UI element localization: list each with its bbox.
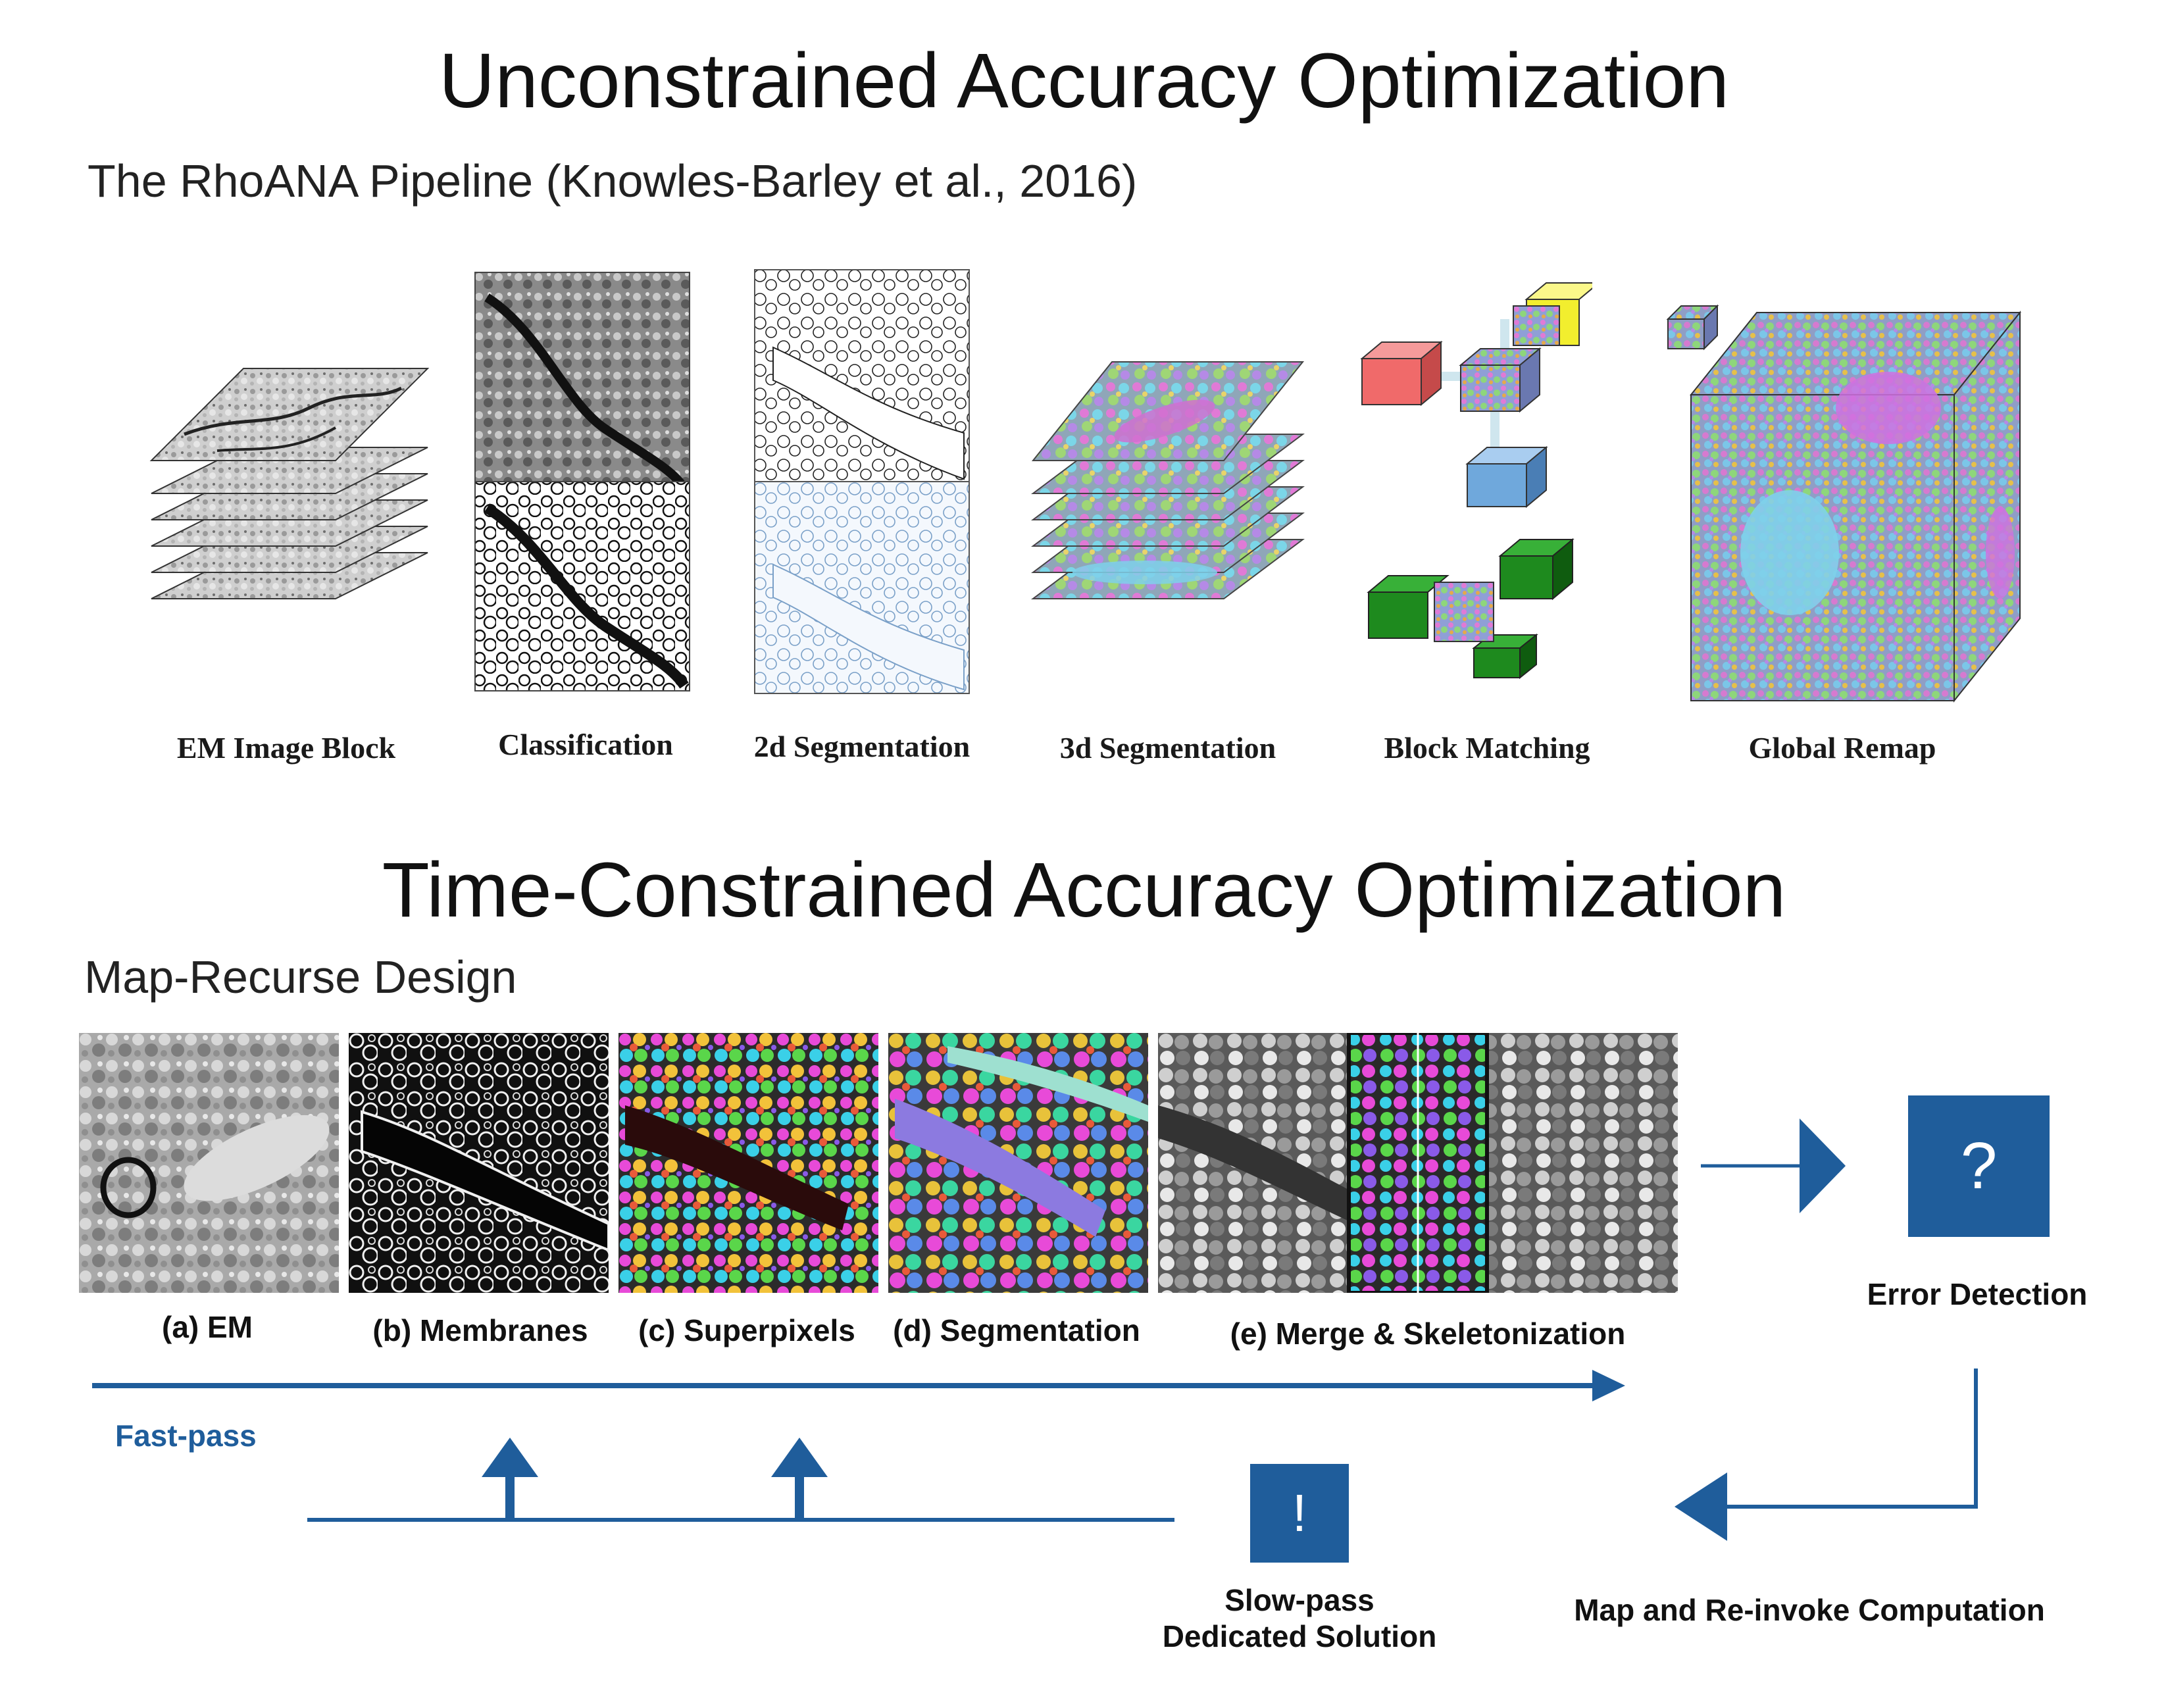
map-reinvoke-label: Map and Re-invoke Computation	[1574, 1593, 2045, 1627]
up-arrow-1-head	[482, 1438, 538, 1477]
bottom-subtitle: Map-Recurse Design	[84, 951, 517, 1003]
panel-label-em: (a) EM	[162, 1310, 253, 1344]
remap-return-line	[1724, 1369, 1978, 1509]
arrow-to-error-head	[1800, 1118, 1846, 1213]
exclamation-icon: !	[1292, 1484, 1307, 1542]
bottom-title: Time-Constrained Accuracy Optimization	[382, 847, 1786, 934]
panel-membranes	[349, 1033, 609, 1293]
stage-label-2d-segmentation: 2d Segmentation	[753, 730, 971, 763]
panel-em	[79, 1033, 339, 1293]
panel-label-merge-skeletonization: (e) Merge & Skeletonization	[1230, 1317, 1626, 1351]
panel-superpixels	[618, 1033, 878, 1293]
stage-label-em-image-block: EM Image Block	[176, 731, 396, 765]
panel-label-superpixels: (c) Superpixels	[638, 1313, 855, 1347]
fast-pass-label: Fast-pass	[115, 1419, 257, 1453]
slow-pass-box: !	[1250, 1464, 1349, 1563]
remap-return-head	[1675, 1472, 1727, 1541]
question-mark-icon: ?	[1960, 1129, 1998, 1203]
error-detection-label: Error Detection	[1867, 1277, 2088, 1311]
slow-pass-label-line1: Slow-pass	[1224, 1583, 1374, 1617]
stage-label-3d-segmentation: 3d Segmentation	[1059, 731, 1276, 765]
stage-label-global-remap: Global Remap	[1748, 731, 1936, 765]
panel-segmentation	[888, 1033, 1148, 1293]
3d-segmentation-figure	[1031, 361, 1305, 599]
block-matching-figure	[1360, 282, 1592, 680]
error-detection-box: ?	[1908, 1095, 2050, 1237]
panel-label-segmentation: (d) Segmentation	[893, 1313, 1140, 1347]
stage-label-classification: Classification	[498, 728, 673, 761]
slow-pass-label-line2: Dedicated Solution	[1162, 1619, 1437, 1653]
top-title: Unconstrained Accuracy Optimization	[438, 38, 1729, 124]
em-image-block-figure	[149, 368, 430, 599]
2d-segmentation-figure	[754, 269, 970, 694]
panel-merge-skeletonization	[1158, 1033, 1678, 1293]
fast-pass-arrowhead	[1592, 1370, 1625, 1401]
classification-figure	[474, 272, 690, 691]
top-subtitle: The RhoANA Pipeline (Knowles-Barley et a…	[88, 155, 1138, 207]
panel-label-membranes: (b) Membranes	[372, 1313, 588, 1347]
global-remap-figure	[1666, 304, 2022, 703]
stage-label-block-matching: Block Matching	[1384, 731, 1590, 765]
up-arrow-2-head	[771, 1438, 828, 1477]
